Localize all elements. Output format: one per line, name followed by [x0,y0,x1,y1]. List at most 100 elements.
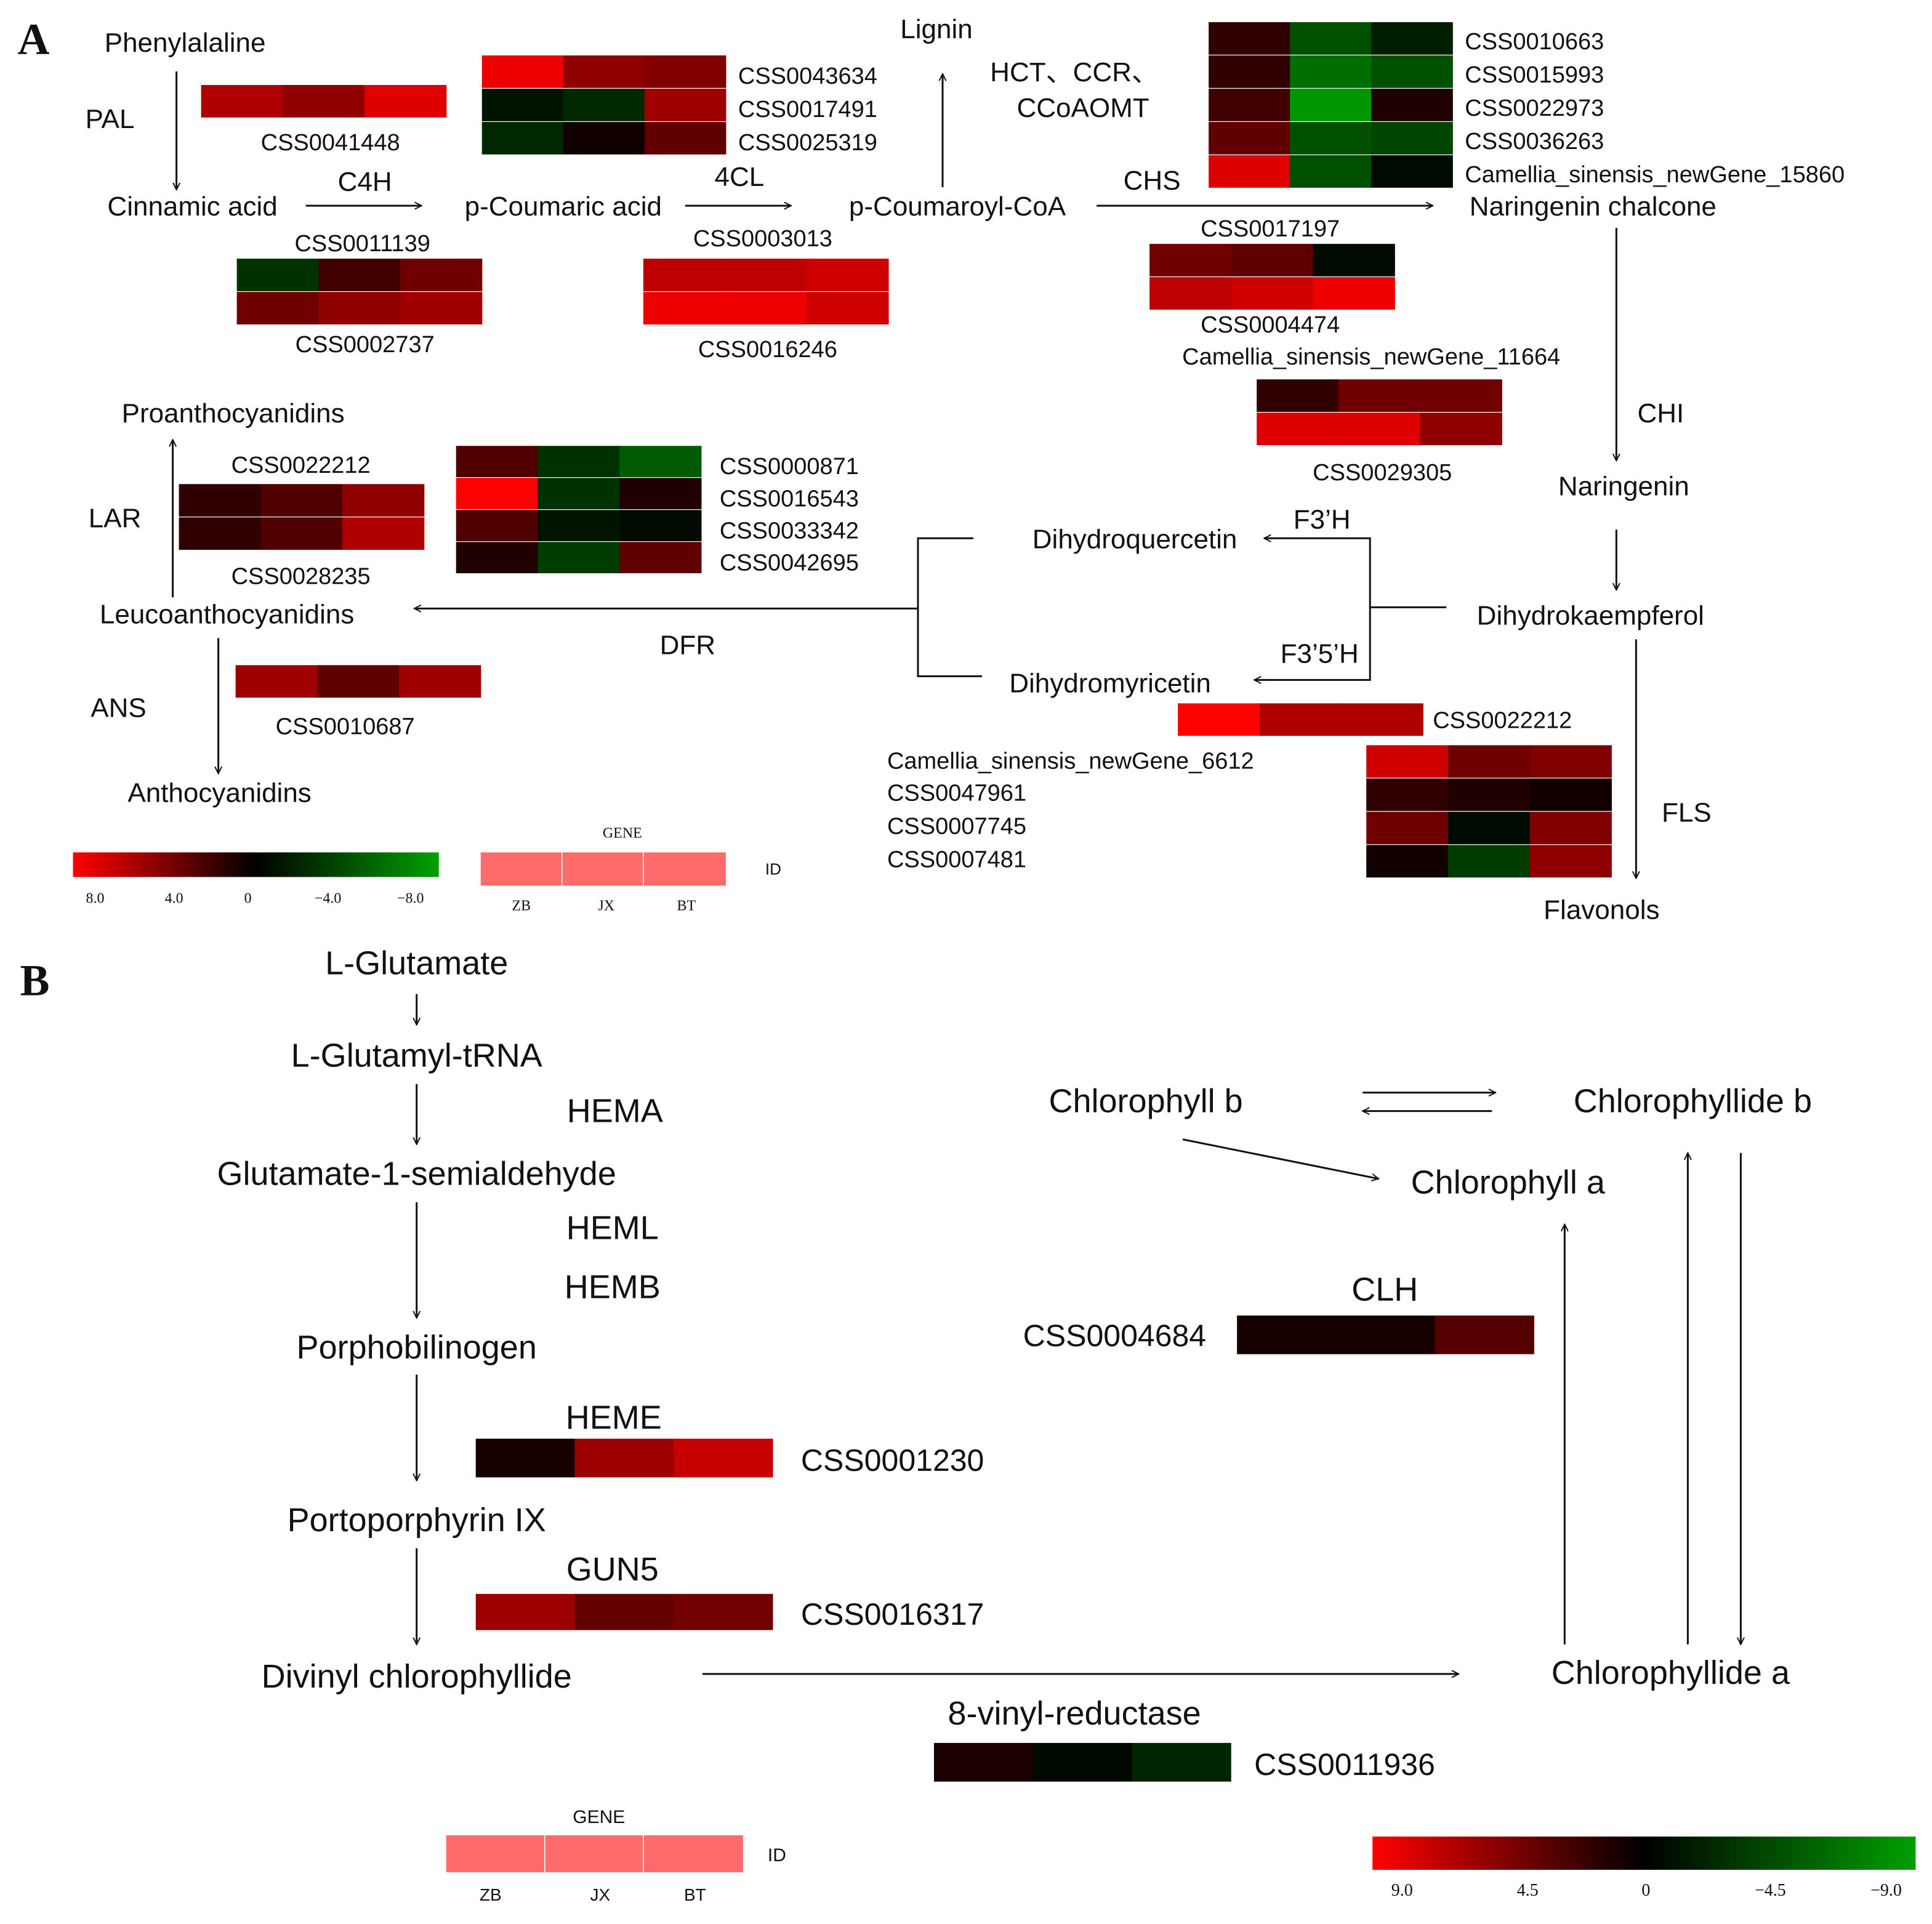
heatmap-cell [1257,379,1339,413]
color-scale-tick: 8.0 [86,890,105,906]
heatmap-cell [1237,1315,1337,1354]
compound-cinnamic-acid: Cinnamic acid [107,191,277,222]
enzyme-gun5: GUN5 [566,1551,659,1588]
heatmap-cell [1209,22,1290,55]
compound-flavonols: Flavonols [1544,895,1659,925]
heatmap-cell [619,478,702,510]
heatmap-cell [563,122,645,155]
heatmap-chi [1257,379,1502,446]
heatmap-8-vinyl-reductase [933,1742,1231,1782]
compound-chlorophyllide-b: Chlorophyllide b [1574,1083,1812,1120]
compound-naringenin: Naringenin [1558,471,1689,501]
compound-p-coumaric-acid: p-Coumaric acid [465,191,662,222]
bracket-dhq-dhm [917,537,983,677]
heatmap-cell [537,510,620,542]
compound-dihydrokaempferol: Dihydrokaempferol [1477,600,1704,630]
heatmap-cell [456,478,539,510]
enzyme-f3h: F3’H [1294,504,1351,534]
legend-sample: JX [598,898,614,914]
heatmap-ans [235,665,481,698]
heatmap-fls [1366,745,1612,878]
compound-naringenin-chalcone: Naringenin chalcone [1470,191,1717,222]
compound-l-glutamate: L-Glutamate [325,945,508,982]
heatmap-cell [725,292,807,324]
heatmap-cell [644,122,727,155]
compound-leucoanthocyanidins: Leucoanthocyanidins [100,599,354,629]
heatmap-cell [537,542,620,574]
heatmap-pal [201,85,447,118]
gene-id: CSS0007481 [887,847,1026,872]
heatmap-cell [342,484,425,517]
heatmap-cell [1231,277,1314,310]
heatmap-cell [201,85,283,118]
heatmap-cell [1338,413,1421,446]
legend-sample: BT [677,898,696,914]
gene-id: CSS0022973 [1465,95,1604,121]
heatmap-cell [364,85,447,118]
color-scale-tick: −9.0 [1870,1881,1902,1900]
legend-id-label: ID [765,859,781,878]
heatmap-cell [475,1593,576,1630]
gene-id: CSS0022212 [1433,707,1572,733]
heatmap-cell [1371,122,1453,155]
heatmap-cell [1335,1315,1436,1354]
heatmap-c4h [236,259,483,324]
panel-b-label: B [20,956,50,1005]
heatmap-cell [1371,89,1453,121]
color-scale-tick: −8.0 [397,890,424,906]
gene-id: CSS0010687 [276,714,415,739]
color-scale-tick: 9.0 [1391,1881,1413,1900]
legend-gene-label: GENE [603,825,642,841]
heatmap-cell [563,89,645,121]
heatmap-cell [1132,1742,1231,1782]
gene-id: CSS0016543 [720,486,859,512]
heatmap-cell [236,292,319,324]
panel-a: A Phenylalaline Cinnamic acid p-Coumaric… [18,14,1845,925]
heatmap-cell [1290,55,1372,88]
heatmap-cell [179,517,261,550]
legend-sample: ZB [512,898,531,914]
gene-id: CSS0025319 [738,130,877,156]
heatmap-cell [537,446,620,478]
gene-id: CSS0042695 [720,550,859,576]
gene-id: CSS0011139 [294,231,430,257]
gene-id: CSS0033342 [720,518,859,544]
gene-id: CSS0007745 [887,813,1026,839]
compound-proanthocyanidins: Proanthocyanidins [122,398,345,429]
heatmap-cell [574,1438,674,1478]
compound-phenylalanine: Phenylalaline [105,28,266,58]
heatmap-cell [1371,22,1453,55]
compound-chlorophyll-b: Chlorophyll b [1049,1083,1243,1120]
heatmap-hct-ccr [1209,22,1453,188]
heatmap-cell [1447,745,1531,778]
legend-sample: ZB [480,1885,502,1904]
heatmap-cell [1290,155,1372,188]
heatmap-cell [318,292,401,324]
gene-id: CSS0017197 [1201,216,1340,242]
heatmap-cell [1290,89,1372,121]
heatmap-f35h [1178,703,1423,736]
heatmap-cell [1447,778,1531,811]
heatmap-cell [1420,413,1502,446]
enzyme-hemb: HEMB [565,1269,661,1306]
heatmap-cell [1149,244,1232,276]
heatmap-heme [475,1438,773,1478]
heatmap-cell [619,446,702,478]
gene-id: Camellia_sinensis_newGene_6612 [887,748,1254,774]
heatmap-c4h-4cl-group [481,55,727,155]
heatmap-4cl [643,259,889,324]
heatmap-cell [643,259,726,291]
heatmap-cell [1032,1742,1133,1782]
heatmap-cell [1209,89,1290,121]
heatmap-cell [475,1438,576,1478]
arrow-dhk-to-dhm [1254,607,1371,680]
color-scale-tick: −4.0 [315,890,342,906]
heatmap-cell [1290,122,1372,155]
gene-id: CSS0011936 [1254,1747,1435,1782]
enzyme-clh: CLH [1351,1271,1418,1308]
color-scale-bar [73,852,439,877]
enzyme-chi: CHI [1637,398,1684,429]
gene-id: CSS0002737 [296,332,435,358]
gene-id: CSS0001230 [801,1443,984,1478]
